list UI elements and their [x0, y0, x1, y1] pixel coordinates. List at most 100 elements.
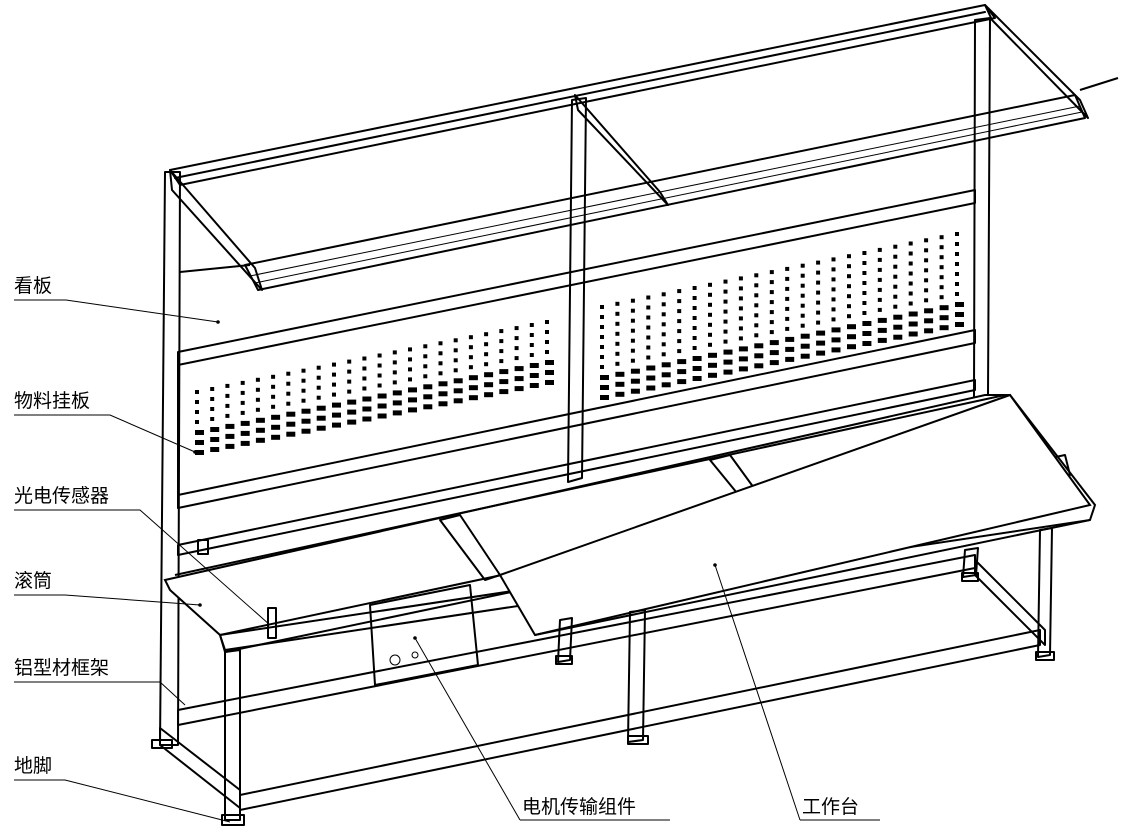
- pegboard-hole: [240, 440, 250, 446]
- pegboard-hole: [800, 353, 810, 359]
- pegboard-hole: [453, 338, 458, 343]
- pegboard-hole: [661, 312, 666, 317]
- pegboard-hole: [499, 359, 504, 364]
- pegboard-hole: [924, 298, 929, 303]
- base-frame: [151, 527, 1055, 826]
- pegboard-hole: [499, 379, 509, 385]
- pegboard-hole: [692, 366, 702, 371]
- pegboard-hole: [316, 385, 321, 390]
- pegboard-hole: [661, 372, 671, 378]
- pegboard-hole: [423, 384, 433, 390]
- pegboard-hole: [908, 331, 918, 337]
- pegboard-hole: [377, 373, 382, 378]
- label-roller: 滚筒: [14, 570, 53, 592]
- pegboard-hole: [769, 340, 779, 346]
- pegboard-hole: [769, 300, 774, 305]
- pegboard-hole: [723, 309, 728, 314]
- pegboard-hole: [615, 361, 620, 366]
- pegboard-hole: [423, 404, 433, 410]
- pegboard-hole: [847, 294, 851, 299]
- pegboard-hole: [908, 321, 918, 327]
- pegboard-hole: [738, 286, 743, 291]
- pegboard-hole: [754, 273, 759, 278]
- pegboard-hole: [316, 395, 321, 400]
- pegboard-hole: [225, 443, 235, 449]
- pegboard-hole: [392, 360, 397, 365]
- pegboard-hole: [661, 342, 666, 347]
- pegboard-hole: [646, 335, 651, 340]
- pegboard-hole: [271, 384, 276, 389]
- pegboard-hole: [438, 361, 443, 366]
- pegboard-hole: [286, 421, 296, 427]
- pegboard-hole: [255, 417, 265, 423]
- pegboard-hole: [195, 410, 199, 414]
- pegboard-hole: [831, 267, 836, 272]
- pegboard-hole: [195, 450, 204, 455]
- pegboard-hole: [514, 326, 519, 331]
- pegboard-hole: [708, 332, 712, 337]
- pegboard-hole: [392, 400, 402, 406]
- pegboard-hole: [692, 336, 697, 340]
- pegboard-hole: [615, 391, 625, 397]
- pegboard-hole: [723, 329, 728, 334]
- pegboard-hole: [286, 381, 291, 386]
- pegboard-hole: [316, 425, 326, 431]
- pegboard-hole: [347, 379, 352, 384]
- label-kanban: 看板: [14, 275, 53, 297]
- pegboard-hole: [347, 419, 357, 425]
- pegboard-hole: [862, 311, 867, 315]
- pegboard-hole: [332, 402, 341, 408]
- pegboard-hole: [438, 391, 448, 397]
- pegboard-hole: [877, 267, 882, 272]
- pegboard-hole: [438, 401, 448, 407]
- pegboard-hole: [453, 368, 458, 373]
- pegboard-hole: [347, 409, 357, 415]
- pegboard-hole: [499, 329, 504, 334]
- pegboard-hole: [831, 257, 836, 262]
- pegboard-hole: [225, 413, 230, 418]
- pegboard-hole: [332, 372, 336, 377]
- pegboard-hole: [301, 408, 311, 414]
- pegboard-hole: [499, 369, 509, 375]
- pegboard-hole: [484, 342, 489, 347]
- pegboard-hole: [529, 323, 534, 327]
- pegboard-hole: [362, 406, 372, 412]
- pegboard-hole: [708, 342, 712, 347]
- pegboard-hole: [924, 258, 929, 263]
- pegboard-hole: [862, 331, 872, 336]
- pegboard-hole: [377, 413, 387, 419]
- pegboard-hole: [754, 353, 764, 359]
- pegboard-hole: [225, 383, 230, 388]
- pegboard-hole: [816, 310, 821, 315]
- pegboard-hole: [862, 271, 867, 275]
- pegboard-hole: [646, 385, 656, 391]
- pegboard-hole: [924, 268, 929, 273]
- pegboard-hole: [877, 337, 887, 343]
- pegboard-hole: [646, 365, 656, 371]
- pegboard-hole: [785, 286, 790, 291]
- pegboard-hole: [877, 297, 882, 302]
- pegboard-hole: [939, 285, 944, 290]
- pegboard-hole: [785, 336, 795, 342]
- pegboard-hole: [939, 305, 949, 311]
- pegboard-hole: [301, 378, 306, 383]
- pegboard-hole: [816, 330, 826, 336]
- pegboard-hole: [301, 398, 306, 403]
- pegboard-hole: [955, 262, 959, 266]
- pegboard-hole: [877, 287, 882, 292]
- pegboard-hole: [332, 392, 336, 397]
- pegboard-hole: [286, 401, 291, 406]
- pegboard-hole: [377, 363, 382, 368]
- pegboard-hole: [514, 376, 524, 382]
- pegboard-hole: [769, 350, 779, 356]
- pegboard-hole: [877, 277, 882, 282]
- pegboard-hole: [286, 371, 291, 376]
- pegboard-hole: [893, 254, 898, 259]
- pegboard-hole: [816, 260, 821, 265]
- pegboard-hole: [893, 314, 903, 320]
- pegboard-hole: [877, 257, 882, 262]
- pegboard-hole: [468, 345, 473, 350]
- pegboard-hole: [499, 389, 509, 395]
- label-photoelectric-sensor: 光电传感器: [14, 485, 110, 507]
